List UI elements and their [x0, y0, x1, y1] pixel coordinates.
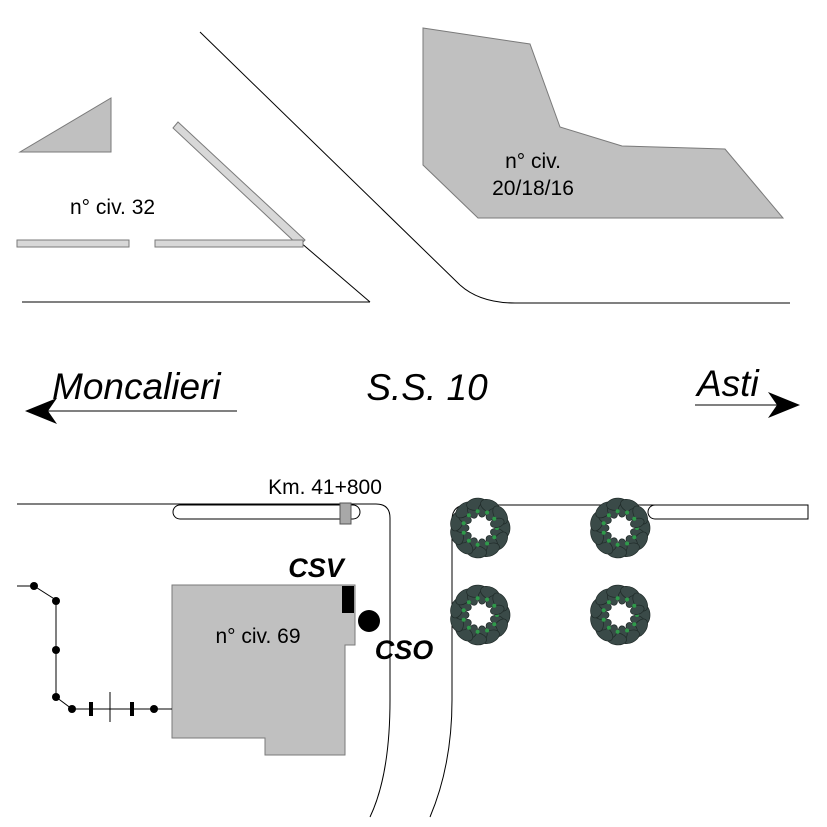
building-north-east-label-1: n° civ. — [505, 150, 561, 173]
cable-line — [17, 585, 172, 710]
road-edge-south-west — [17, 503, 391, 818]
tree-icon — [450, 584, 511, 646]
arrow-east-icon — [768, 392, 800, 418]
cso-pole — [358, 610, 380, 632]
road-diagonal-left — [199, 31, 461, 286]
trees — [450, 497, 651, 646]
tree-icon — [590, 584, 651, 646]
cable-tick — [89, 702, 93, 716]
building-north-west-label: n° civ. 32 — [70, 196, 155, 219]
sidewalk-west-a — [16, 239, 130, 248]
tree-icon — [450, 497, 511, 559]
cable-node — [52, 646, 60, 654]
building-south — [171, 584, 356, 756]
cable-node — [30, 582, 38, 590]
km-marker-post — [339, 502, 352, 525]
building-south-label: n° civ. 69 — [215, 625, 300, 648]
road-diagonal-inner — [299, 241, 371, 303]
direction-asti-label: Asti — [695, 363, 760, 404]
csv-cabinet — [342, 586, 354, 613]
building-north-west-triangle — [18, 97, 112, 153]
road-curve-north — [459, 284, 790, 304]
direction-moncalieri-label: Moncalieri — [52, 366, 222, 407]
cable-node — [150, 705, 158, 713]
cable-node — [52, 597, 60, 605]
cso-label: CSO — [375, 635, 434, 665]
cable-node — [52, 693, 60, 701]
cable-nodes — [30, 582, 158, 716]
sidewalk-south-east — [647, 504, 809, 520]
sidewalk-south-west — [172, 504, 361, 520]
building-north-east-label-2: 20/18/16 — [492, 177, 574, 200]
sidewalk-west-b — [154, 239, 304, 248]
arrow-west-icon — [25, 398, 57, 424]
km-marker-label: Km. 41+800 — [268, 476, 382, 499]
cable-tick — [130, 702, 134, 716]
cable-node — [68, 705, 76, 713]
road-name-label: S.S. 10 — [366, 367, 488, 408]
sidewalk-diagonal — [172, 121, 306, 247]
tree-icon — [590, 497, 651, 559]
building-north-east — [422, 27, 785, 219]
csv-label: CSV — [288, 553, 346, 583]
